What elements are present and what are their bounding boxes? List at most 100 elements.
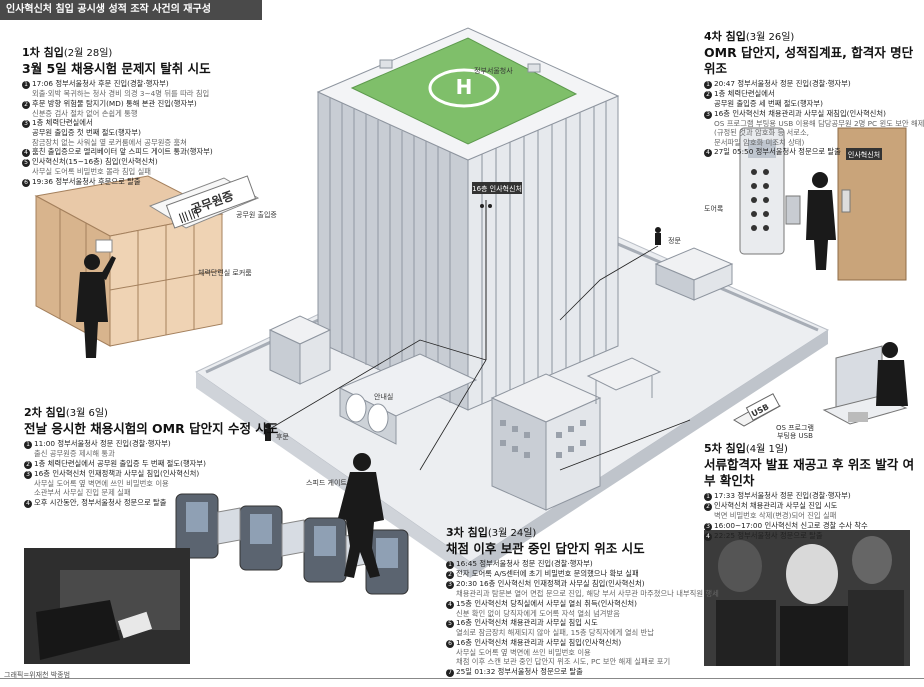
step-number-badge: 5 [22, 159, 30, 168]
route-line-back [267, 339, 487, 440]
step-number-badge: 3 [446, 581, 454, 589]
building-label: 정부서울청사 [474, 67, 513, 75]
step-number-badge: 7 [446, 668, 454, 677]
list-item-text: 15층 인사혁신처 당직실에서 사무실 열쇠 취득(인사혁신처) [456, 598, 637, 608]
section-2: 2차 침입(3월 6일) 전날 응시한 채용시험의 OMR 답안지 수정 시도 … [24, 406, 278, 508]
list-item-text: 인사혁신처 채용관리과 사무실 진입 시도 [714, 501, 838, 510]
roof-green [350, 37, 578, 145]
id-card-barcode [178, 207, 200, 224]
list-item-text: 문서파일 암호화 미조치 상태) [714, 137, 805, 147]
step-number-badge: 1 [22, 81, 30, 89]
step-number-badge: 2 [22, 100, 30, 109]
list-item-text: 채점 이후 스캔 보관 중인 답안지 위조 시도, PC 보안 해제 실패로 포… [456, 657, 671, 667]
guardhouse-label: 안내실 [374, 393, 394, 401]
list-item: 사무실 도어록 비밀번호 몰라 침입 실패 [22, 167, 213, 177]
back-gate-label: 후문 [276, 433, 289, 441]
floor-16-label: 16층 인사혁신처 [472, 184, 522, 193]
list-item: 공무원 출입증 첫 번째 절도(행자부) [22, 128, 213, 138]
locker-label: 체력단련실 로커룸 [198, 269, 252, 277]
list-item-text: 소관부서 사무실 진입 문제 실패 [34, 488, 131, 498]
open-locker-card [95, 239, 113, 253]
list-item-text: 27일 05:50 정부서울청사 정문으로 탈출 [714, 147, 841, 157]
list-item: 공무원 출입증 세 번째 절도(행자부) [704, 99, 924, 109]
list-item: 문서파일 암호화 미조치 상태) [704, 138, 924, 148]
step-number-badge: 4 [446, 600, 454, 609]
thief-walking [338, 453, 384, 578]
list-item-text: 채용관리과 탐문본 열어 면접 문으로 진입, 해당 부서 사무관 마주쳤으나 … [456, 589, 719, 598]
floor-16-tag [472, 182, 522, 194]
list-item-text: 사무실 도어록 옆 벽면에 쓰인 비밀번호 이용 [34, 478, 169, 488]
list-item-text: 16:00~17:00 인사혁신처 신고로 경찰 수사 착수 [714, 520, 868, 530]
section-5-heading: 서류합격자 발표 재공고 후 위조 발각 여부 확인차 [704, 457, 915, 488]
roof-block [527, 63, 541, 73]
list-item: 열쇠로 잠금장치 해제되지 않아 실패, 15층 당직자에게 열쇠 반납 [446, 628, 719, 638]
list-item-text: 전자 도어록 A/S센터에 초기 비밀번호 문의했으나 확보 실패 [456, 569, 639, 578]
list-item-text: 사무실 도어록 비밀번호 몰라 침입 실패 [32, 167, 152, 177]
list-item-text: 오후 시간동안, 정부서울청사 정문으로 탈출 [34, 497, 167, 507]
list-item-text: 20:47 정부서울청사 정문 진입(경찰·행자부) [714, 79, 851, 88]
step-number-badge: 2 [704, 91, 712, 99]
list-item-text: 사무실 도어록 옆 벽면에 쓰인 비밀번호 이용 [456, 647, 591, 657]
list-item-text: 공무원 출입증 세 번째 절도(행자부) [714, 99, 823, 108]
list-item: 출신 공무원증 제시해 통과 [24, 449, 278, 459]
list-item-text: 열쇠로 잠금장치 해제되지 않아 실패, 15층 당직자에게 열쇠 반납 [456, 628, 654, 638]
pavilion-right [693, 263, 733, 301]
list-item-text: (규정된 것과 암호화 등 서로소, [714, 128, 810, 138]
speed-gates [175, 493, 409, 595]
step-number-badge: 3 [704, 522, 712, 531]
annex-windows [500, 420, 586, 458]
section-4-title: 4차 침입(3월 26일) [704, 30, 795, 43]
section-2-title: 2차 침입(3월 6일) [24, 406, 108, 419]
route-line-gate [419, 359, 487, 471]
list-item: 채점 이후 스캔 보관 중인 답안지 위조 시도, PC 보안 해제 실패로 포… [446, 657, 719, 667]
section-5: 5차 침입(4월 1일) 서류합격자 발표 재공고 후 위조 발각 여부 확인차… [704, 442, 924, 541]
step-number-badge: 4 [704, 532, 712, 541]
door-sign [846, 148, 882, 160]
usb-label: OS 프로그램 부팅용 USB [776, 424, 814, 440]
step-number-badge: 4 [704, 149, 712, 158]
list-item-text: 잠금장치 없는 사워실 옆 로커룸에서 공무원증 훔쳐 [32, 137, 187, 147]
step-number-badge: 3 [24, 470, 32, 479]
list-item-text: 16층 인사혁신처 인재정책과 사무실 침입(인사혁신처) [34, 468, 200, 478]
step-number-badge: 4 [22, 149, 30, 158]
step-number-badge: 1 [704, 81, 712, 89]
list-item: 사무실 도어록 옆 벽면에 쓰인 비밀번호 이용 [24, 479, 278, 489]
list-item-text: 16층 인사혁신처 채용관리과 사무실 침입 시도 [456, 618, 598, 628]
plaza-edge-left [196, 372, 470, 578]
section-4: 4차 침입(3월 26일) OMR 답안지, 성적집계표, 합격자 명단 위조 … [704, 30, 924, 158]
step-number-badge: 6 [22, 178, 30, 187]
list-item: 신분증 검사 절차 없어 손쉽게 통행 [22, 109, 213, 119]
doorlock-label: 도어록 [704, 205, 724, 213]
door-sign-text: 인사혁신처 [848, 150, 880, 159]
helipad-circle [428, 68, 500, 108]
thief-at-locker [76, 254, 116, 358]
list-item-text: 19:36 정부서울청사 후문으로 탈출 [32, 176, 141, 186]
step-number-badge: 1 [446, 561, 454, 569]
list-item-text: 출신 공무원증 제시해 통과 [34, 449, 115, 458]
section-4-heading: OMR 답안지, 성적집계표, 합격자 명단 위조 [704, 45, 914, 76]
helipad-mark: H [456, 75, 473, 99]
list-item-text: 신분증 검사 절차 없어 손쉽게 통행 [32, 108, 138, 118]
list-item: 잠금장치 없는 사워실 옆 로커룸에서 공무원증 훔쳐 [22, 138, 213, 148]
step-number-badge: 2 [24, 460, 32, 469]
